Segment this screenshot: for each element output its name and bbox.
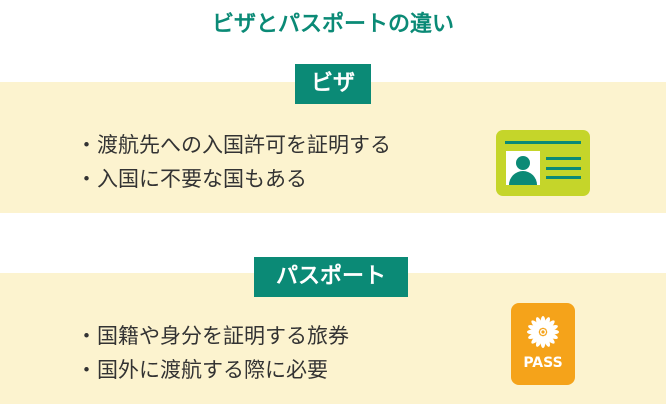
bullet-item: 渡航先への入国許可を証明する xyxy=(76,128,391,162)
page-title: ビザとパスポートの違い xyxy=(211,12,454,37)
visa-bullets: 渡航先への入国許可を証明する 入国に不要な国もある xyxy=(76,128,391,196)
passport-bullets: 国籍や身分を証明する旅券 国外に渡航する際に必要 xyxy=(76,319,349,387)
visa-label: ビザ xyxy=(295,64,371,104)
bullet-item: 国外に渡航する際に必要 xyxy=(76,353,349,387)
passport-label: パスポート xyxy=(254,257,408,297)
bullet-item: 国籍や身分を証明する旅券 xyxy=(76,319,349,353)
passport-text: PASS xyxy=(523,355,563,371)
passport-icon: PASS xyxy=(511,303,575,385)
bullet-item: 入国に不要な国もある xyxy=(76,162,391,196)
flower-icon xyxy=(527,316,559,348)
id-card-icon xyxy=(496,130,590,196)
